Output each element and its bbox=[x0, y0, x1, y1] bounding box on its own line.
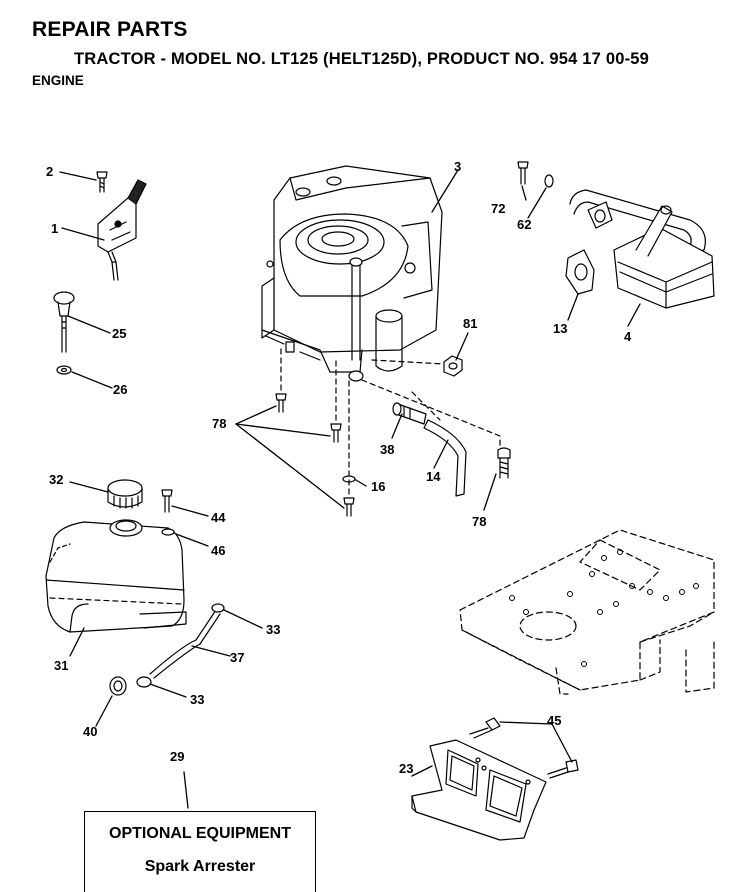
screw-part-45-right bbox=[547, 759, 579, 779]
callout-32: 32 bbox=[49, 472, 63, 487]
filter-part-40 bbox=[109, 676, 127, 696]
washer-part-26 bbox=[56, 365, 72, 375]
engine-part bbox=[261, 165, 443, 382]
tractor-frame-outline bbox=[459, 529, 715, 695]
fuel-tank-part bbox=[45, 519, 187, 633]
bolt-group-78-left bbox=[275, 393, 355, 517]
callout-44: 44 bbox=[211, 510, 226, 525]
section-heading: ENGINE bbox=[32, 73, 84, 88]
callout-31: 31 bbox=[54, 658, 68, 673]
callout-62: 62 bbox=[517, 217, 531, 232]
callout-23: 23 bbox=[399, 761, 413, 776]
optional-equipment-item: Spark Arrester bbox=[144, 858, 256, 875]
screw-part-2 bbox=[96, 171, 108, 193]
fitting-part-44 bbox=[161, 489, 173, 513]
callout-3: 3 bbox=[454, 159, 461, 174]
muffler-part bbox=[569, 189, 715, 309]
clamp-part-33-upper bbox=[211, 603, 225, 613]
nut-part-81 bbox=[443, 355, 463, 377]
leader-lines bbox=[59, 169, 641, 809]
clamp-part-33-lower bbox=[136, 676, 152, 688]
callout-45: 45 bbox=[547, 713, 561, 728]
callout-78-right: 78 bbox=[472, 514, 486, 529]
spark-arrester-plate-part-23 bbox=[411, 739, 547, 841]
drain-valve-part-38 bbox=[392, 402, 427, 425]
drain-hose-part-14 bbox=[423, 419, 467, 497]
frame-holes bbox=[509, 549, 699, 667]
throttle-control-part bbox=[97, 179, 147, 281]
page-title: REPAIR PARTS bbox=[32, 18, 188, 41]
bolt-part-72 bbox=[517, 161, 529, 185]
callout-16: 16 bbox=[371, 479, 385, 494]
gasket-part-13 bbox=[565, 249, 595, 295]
page-subtitle: TRACTOR - MODEL NO. LT125 (HELT125D), PR… bbox=[74, 50, 650, 68]
optional-equipment-box: OPTIONAL EQUIPMENT Spark Arrester bbox=[84, 811, 316, 892]
callout-1: 1 bbox=[51, 221, 58, 236]
callout-38: 38 bbox=[380, 442, 394, 457]
callout-25: 25 bbox=[112, 326, 126, 341]
washer-part-46 bbox=[161, 528, 175, 536]
callout-33-upper: 33 bbox=[266, 622, 280, 637]
callout-46: 46 bbox=[211, 543, 225, 558]
callout-37: 37 bbox=[230, 650, 244, 665]
bolt-part-78-right bbox=[497, 447, 511, 479]
fuel-line-part-37 bbox=[149, 609, 217, 675]
callout-4: 4 bbox=[624, 329, 632, 344]
washer-part-62 bbox=[544, 174, 554, 188]
assembly-lines bbox=[280, 345, 501, 495]
optional-equipment-title: OPTIONAL EQUIPMENT bbox=[109, 825, 291, 842]
callout-40: 40 bbox=[83, 724, 97, 739]
callout-78-left: 78 bbox=[212, 416, 226, 431]
callout-81: 81 bbox=[463, 316, 477, 331]
screw-part-45-left bbox=[469, 717, 501, 739]
callout-29: 29 bbox=[170, 749, 184, 764]
callout-14: 14 bbox=[426, 469, 441, 484]
fuel-cap-part-32 bbox=[107, 479, 143, 509]
callout-72: 72 bbox=[491, 201, 505, 216]
dipstick-part bbox=[53, 291, 75, 353]
callout-26: 26 bbox=[113, 382, 127, 397]
callout-33-lower: 33 bbox=[190, 692, 204, 707]
callout-13: 13 bbox=[553, 321, 567, 336]
callout-2: 2 bbox=[46, 164, 53, 179]
